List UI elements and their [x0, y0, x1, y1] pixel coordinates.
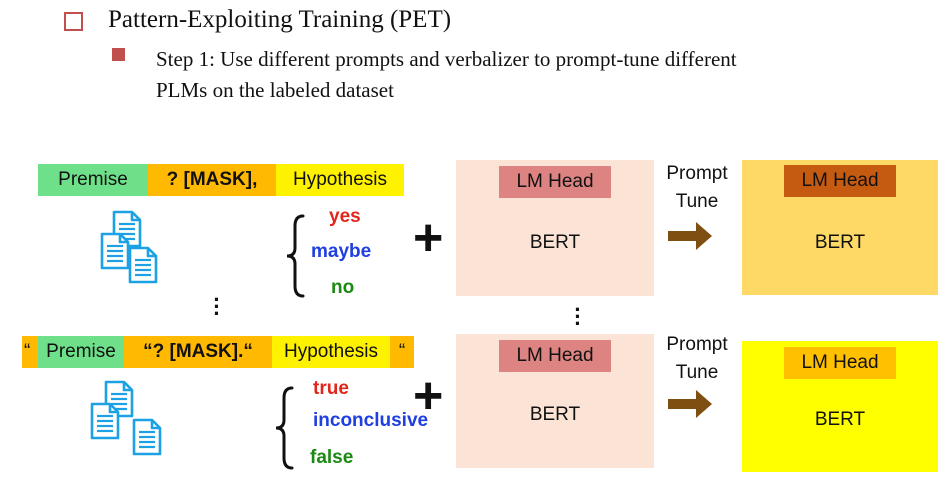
pattern1-premise: Premise [38, 164, 148, 196]
prompt-tune-line-2: Tune [675, 191, 719, 212]
slide-title: Pattern-Exploiting Training (PET) [108, 6, 452, 33]
pattern2-close-quote: “ [390, 336, 414, 368]
tuned-model-2: LM Head BERT [742, 341, 938, 472]
bert-label: BERT [529, 404, 581, 425]
pattern1-hypothesis: Hypothesis [276, 164, 404, 196]
pattern1-mask: ? [MASK], [148, 164, 276, 196]
vertical-ellipsis-icon: ··· [574, 297, 582, 336]
tuned-lm-head-block: LM Head [784, 347, 896, 379]
prompt-tune-label-1: Prompt Tune [652, 160, 742, 216]
left-brace-icon [275, 386, 294, 470]
plus-icon: + [413, 367, 444, 425]
vertical-ellipsis-icon: ··· [213, 287, 221, 326]
bert-label: BERT [529, 232, 581, 253]
verbalizer2-label-1: true [313, 378, 349, 399]
prompt-tune-label-2: Prompt Tune [652, 331, 742, 387]
pattern2-premise: Premise [38, 336, 124, 368]
step-description: Step 1: Use different prompts and verbal… [156, 44, 737, 106]
verbalizer1-label-2: maybe [311, 241, 372, 262]
verbalizer1-label-3: no [331, 277, 355, 298]
verbalizer2-label-3: false [310, 447, 354, 468]
tuned-bert-label: BERT [814, 409, 866, 430]
verbalizer1-label-1: yes [329, 206, 361, 227]
lm-head-block: LM Head [499, 166, 611, 198]
left-brace-icon [286, 214, 305, 298]
documents-icon [90, 380, 162, 456]
hollow-square-bullet-icon [64, 12, 83, 31]
right-arrow-icon [668, 222, 712, 250]
pretrained-model-1: LM Head BERT [456, 160, 654, 296]
filled-square-bullet-icon [112, 48, 125, 61]
pattern2-open-quote: “ [22, 336, 38, 368]
pattern2-hypothesis: Hypothesis [272, 336, 390, 368]
plus-icon: + [413, 209, 444, 267]
tuned-lm-head-block: LM Head [784, 165, 896, 197]
documents-icon [100, 210, 158, 284]
prompt-tune-line-1: Prompt [666, 163, 728, 184]
right-arrow-icon [668, 390, 712, 418]
prompt-tune-line-1: Prompt [666, 334, 728, 355]
tuned-bert-label: BERT [814, 232, 866, 253]
step-line-2: PLMs on the labeled dataset [156, 78, 394, 102]
step-line-1: Step 1: Use different prompts and verbal… [156, 47, 737, 71]
verbalizer2-label-2: inconclusive [313, 410, 429, 431]
pattern2-mask: “? [MASK].“ [124, 336, 272, 368]
tuned-model-1: LM Head BERT [742, 160, 938, 295]
pretrained-model-2: LM Head BERT [456, 334, 654, 468]
prompt-tune-line-2: Tune [675, 362, 719, 383]
lm-head-block: LM Head [499, 340, 611, 372]
